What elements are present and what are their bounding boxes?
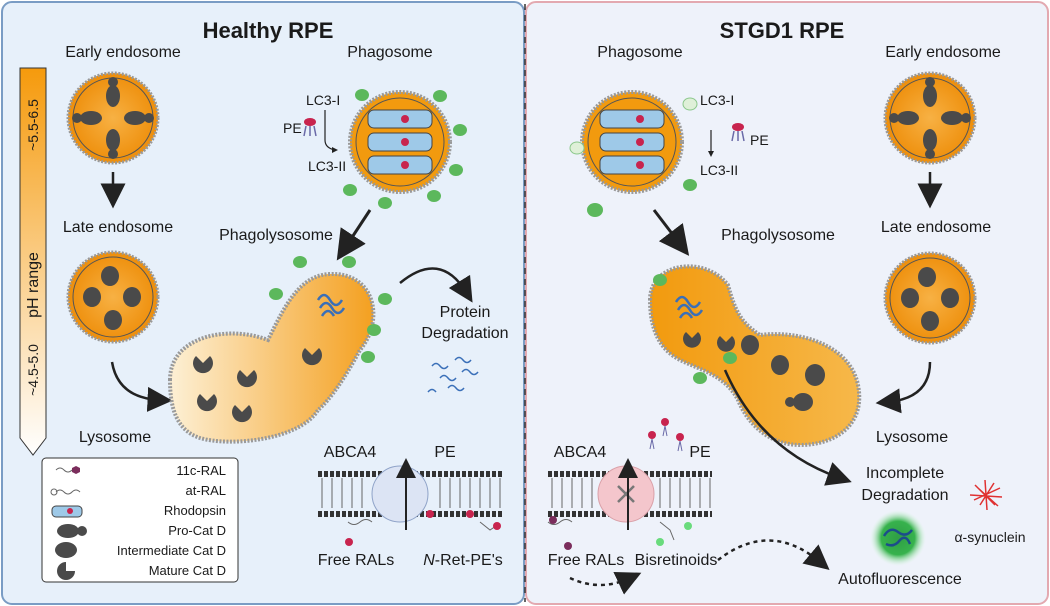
- ph-lower-label: ~4.5-5.0: [25, 344, 41, 396]
- legend-label-mature-cat-d: Mature Cat D: [149, 563, 226, 578]
- stgd1-lc3-i-label: LC3-I: [700, 92, 734, 108]
- stgd1-lc3-ii-label: LC3-II: [700, 162, 738, 178]
- bisretinoids-to-autofluorescence-arrow: [717, 539, 830, 571]
- healthy-early-endosome: [66, 71, 160, 165]
- healthy-membrane: [318, 458, 502, 546]
- healthy-free-rals-label: Free RALs: [318, 552, 394, 569]
- healthy-pe-molecule-icon: [303, 118, 317, 137]
- healthy-lc3-ii-label: LC3-II: [308, 158, 346, 174]
- healthy-degradation-arrow: [399, 267, 473, 303]
- incomplete-label: Incomplete: [866, 465, 944, 482]
- stgd1-late-endosome-label: Late endosome: [881, 219, 991, 236]
- stgd1-title: STGD1 RPE: [720, 18, 845, 43]
- autofluorescence-icon: [870, 510, 926, 566]
- healthy-lc3-i-label: LC3-I: [306, 92, 340, 108]
- stgd1-late-to-phagolysosome-arrow: [875, 361, 932, 414]
- stgd1-early-endosome: [883, 71, 977, 165]
- 11c-ral-icon: [55, 466, 80, 474]
- healthy-pe-small-label: PE: [283, 120, 302, 136]
- rhodopsin-icon: [51, 505, 83, 518]
- stgd1-incomplete-arrow: [723, 369, 852, 486]
- alpha-synuclein-icon: [969, 479, 1003, 511]
- healthy-early-endosome-label: Early endosome: [65, 44, 181, 61]
- at-ral-icon: [50, 488, 81, 496]
- stgd1-early-endosome-label: Early endosome: [885, 44, 1001, 61]
- ph-range-bar: pH range ~5.5-6.5 ~4.5-5.0: [19, 67, 47, 456]
- legend-label-intermediate-cat-d: Intermediate Cat D: [117, 543, 226, 558]
- healthy-phagosome-arrow: [336, 209, 372, 261]
- stgd1-pe-membrane-label: PE: [689, 444, 710, 461]
- healthy-late-endosome-label: Late endosome: [63, 219, 173, 236]
- stgd1-membrane: [547, 458, 712, 550]
- healthy-lysosome-label: Lysosome: [79, 429, 151, 446]
- healthy-late-endosome: [66, 250, 160, 344]
- healthy-phagosome: [343, 89, 467, 209]
- stgd1-pe-small-label: PE: [750, 132, 769, 148]
- legend: 11c-RAL at-RAL Rhodopsin Pro-Cat D Inter…: [41, 457, 239, 583]
- stgd1-pe-molecules-icon: [648, 418, 684, 452]
- mature-cat-d-icon: [57, 562, 75, 580]
- stgd1-late-endosome: [883, 251, 977, 345]
- stgd1-pe-molecule-icon: [731, 123, 745, 142]
- incomplete-degradation-label: Degradation: [861, 487, 948, 504]
- healthy-pe-membrane-label: PE: [434, 444, 455, 461]
- stgd1-abca4-label: ABCA4: [554, 444, 607, 461]
- stgd1-free-rals-label: Free RALs: [548, 552, 624, 569]
- stgd1-phagosome-arrow: [652, 209, 690, 256]
- stgd1-phagosome: [569, 90, 698, 217]
- protein-label: Protein: [440, 304, 491, 321]
- healthy-phagosome-label: Phagosome: [347, 44, 432, 61]
- stgd1-lysosome-label: Lysosome: [876, 429, 948, 446]
- ph-range-label: pH range: [25, 252, 42, 318]
- stgd1-phagolysosome: [647, 264, 862, 448]
- autofluorescence-label: Autofluorescence: [838, 571, 962, 588]
- bisretinoids-label: Bisretinoids: [635, 552, 718, 569]
- stgd1-phagosome-label: Phagosome: [597, 44, 682, 61]
- nret-pe-label: N-Ret-PE's: [423, 552, 503, 569]
- healthy-phagolysosome: [167, 256, 392, 444]
- degradation-label: Degradation: [421, 325, 508, 342]
- intermediate-cat-d-icon: [55, 542, 77, 558]
- healthy-title: Healthy RPE: [203, 18, 334, 43]
- healthy-phagolysosome-label: Phagolysosome: [219, 227, 333, 244]
- pro-cat-d-icon: [57, 524, 87, 538]
- healthy-late-to-phagolysosome-arrow: [110, 361, 173, 412]
- legend-label-pro-cat-d: Pro-Cat D: [168, 523, 226, 538]
- legend-label-rhodopsin: Rhodopsin: [164, 503, 226, 518]
- degraded-protein-fragments-icon: [427, 356, 479, 393]
- legend-label-11c-ral: 11c-RAL: [176, 463, 226, 478]
- ph-upper-label: ~5.5-6.5: [25, 99, 41, 151]
- stgd1-phagolysosome-label: Phagolysosome: [721, 227, 835, 244]
- legend-label-at-ral: at-RAL: [186, 483, 226, 498]
- healthy-abca4-label: ABCA4: [324, 444, 377, 461]
- alpha-synuclein-label: α-synuclein: [954, 529, 1025, 545]
- free-rals-to-bisretinoids-arrow: [569, 571, 642, 595]
